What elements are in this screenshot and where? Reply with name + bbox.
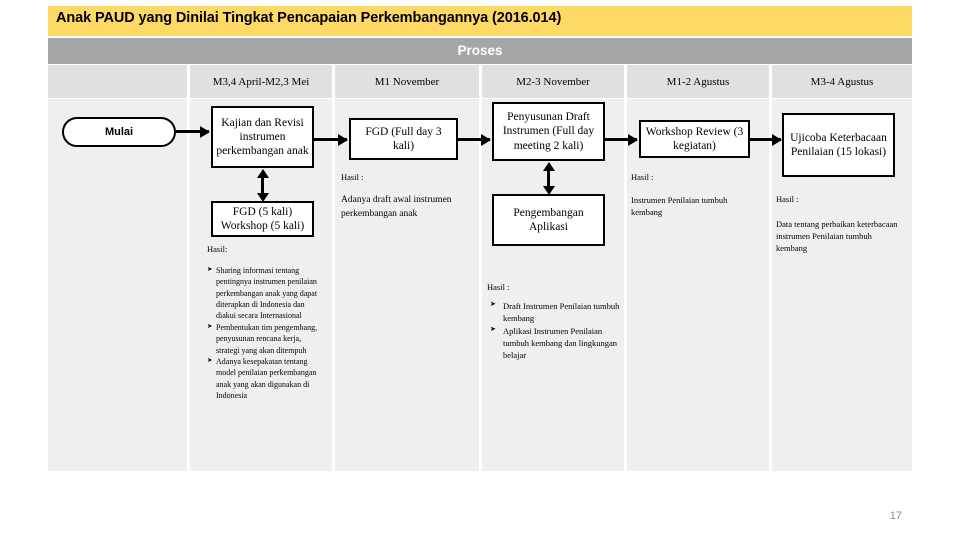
arrow-mulai-to-kajian [176, 125, 210, 138]
process-box-fgd-workshop[interactable]: FGD (5 kali) Workshop (5 kali) [211, 201, 314, 237]
process-box-workshop-review[interactable]: Workshop Review (3 kegiatan) [639, 120, 750, 158]
hasil-label-col3: Hasil : [487, 282, 510, 292]
list-item: Pembentukan tim pengembang, penyusunan r… [207, 322, 325, 356]
hasil-label-col2: Hasil : [341, 172, 364, 182]
page-title: Anak PAUD yang Dinilai Tingkat Pencapaia… [56, 10, 562, 26]
column-header-1: M3,4 April-M2,3 Mei [190, 65, 332, 98]
column-header-0 [48, 65, 187, 98]
list-item: Sharing informasi tentang pentingnya ins… [207, 265, 325, 322]
hasil-list-col3: Draft Instrumen Penilaian tumbuh kembang… [490, 300, 624, 362]
hasil-text-col2: Adanya draft awal instrumen perkembangan… [341, 195, 452, 219]
arrow-col2-to-col3 [458, 133, 491, 146]
arrow-col4-to-col5 [750, 133, 782, 146]
arrow-col3-to-col4 [605, 133, 638, 146]
body-cell-3 [482, 99, 624, 471]
column-header-2: M1 November [335, 65, 479, 98]
arrow-col1-to-col2 [314, 133, 348, 146]
body-cell-0 [48, 99, 187, 471]
hasil-list-col1: Sharing informasi tentang pentingnya ins… [207, 265, 325, 401]
column-header-3: M2-3 November [482, 65, 624, 98]
body-cell-4 [627, 99, 769, 471]
process-band-label: Proses [457, 43, 503, 58]
hasil-text-col5: Data tentang perbaikan keterbacaan instr… [776, 219, 898, 254]
column-header-5: M3-4 Agustus [772, 65, 912, 98]
hasil-label-col4: Hasil : [631, 172, 654, 182]
process-box-kajian-revisi[interactable]: Kajian dan Revisi instrumen perkembangan… [211, 106, 314, 168]
hasil-text-col4: Instrumen Penilaian tumbuh kembang [631, 195, 728, 218]
process-box-pengembangan-aplikasi[interactable]: Pengembangan Aplikasi [492, 194, 605, 246]
list-item: Aplikasi Instrumen Penilaian tumbuh kemb… [490, 325, 624, 361]
arrow-draft-to-aplikasi [542, 162, 555, 195]
column-header-4: M1-2 Agustus [627, 65, 769, 98]
page-number: 17 [889, 510, 902, 522]
list-item: Draft Instrumen Penilaian tumbuh kembang [490, 300, 624, 324]
process-box-fgd-fullday[interactable]: FGD (Full day 3 kali) [349, 118, 458, 160]
list-item: Adanya kesepakatan tentang model penilai… [207, 356, 325, 401]
start-node-mulai[interactable]: Mulai [62, 117, 176, 147]
hasil-label-col5: Hasil : [776, 194, 799, 204]
hasil-label-col1: Hasil: [207, 244, 228, 254]
process-box-penyusunan-draft[interactable]: Penyusunan Draft Instrumen (Full day mee… [492, 102, 605, 161]
process-band: Proses [48, 38, 912, 64]
arrow-kajian-fgd-workshop [256, 169, 269, 202]
body-cell-2 [335, 99, 479, 471]
process-box-ujicoba-keterbacaan[interactable]: Ujicoba Keterbacaan Penilaian (15 lokasi… [782, 113, 895, 177]
table-header-row: M3,4 April-M2,3 Mei M1 November M2-3 Nov… [48, 65, 912, 98]
slide-title-bar: Anak PAUD yang Dinilai Tingkat Pencapaia… [48, 6, 912, 36]
